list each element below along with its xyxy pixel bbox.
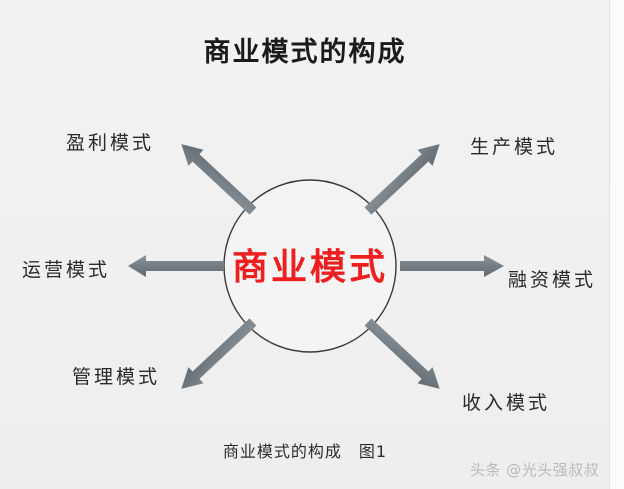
figure-caption: 商业模式的构成 图1 [222,442,388,461]
arrow-profit [181,144,257,215]
center-node-label: 商业模式 [231,247,388,288]
node-label-financing: 融资模式 [508,269,597,291]
arrow-income [364,318,440,389]
page-title: 商业模式的构成 [203,37,407,68]
arrow-financing [400,255,504,277]
node-label-income: 收入模式 [462,392,551,414]
node-label-production: 生产模式 [470,136,559,158]
watermark-text: 头条 @光头强叔叔 [470,461,600,479]
right-margin-strip [609,0,624,489]
arrow-production [364,144,440,215]
arrow-management [181,318,257,389]
node-label-management: 管理模式 [72,366,161,388]
node-label-operation: 运营模式 [22,259,111,281]
node-label-profit: 盈利模式 [66,132,155,154]
arrow-operation [128,255,224,277]
